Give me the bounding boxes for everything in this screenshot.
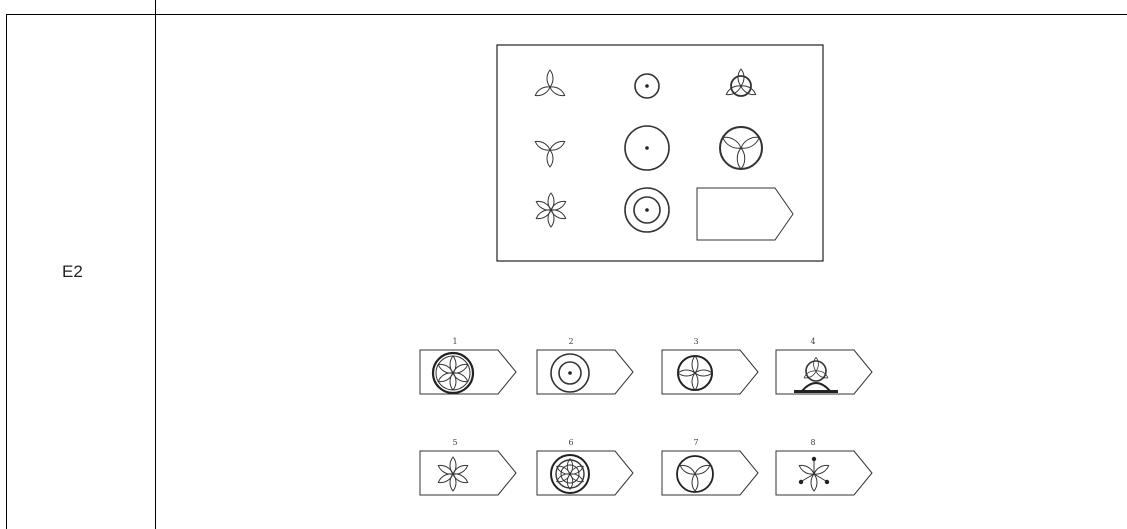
option-1[interactable] [420,350,516,394]
option-number: 2 [568,337,573,346]
option-3[interactable] [662,350,758,394]
three-petal-rotor-down-icon [534,139,566,167]
double-circle-with-dot-icon [625,188,669,232]
option-number: 1 [452,337,457,346]
option-number: 7 [693,438,698,447]
three-petal-rotor-up-icon [534,70,566,98]
option-number: 4 [810,337,815,346]
option-number: 5 [452,438,457,447]
option-number: 6 [568,438,573,447]
option-5[interactable] [420,451,516,495]
option-6[interactable] [537,451,633,495]
option-number: 8 [810,438,815,447]
triangle-rotor-in-circle-icon [725,69,757,97]
option-8[interactable] [776,451,872,495]
option-number: 3 [693,337,698,346]
large-circle-with-dot-icon [625,126,669,170]
empty-answer-slot-icon [697,188,793,240]
option-7[interactable] [662,451,758,495]
three-petal-in-circle-icon [720,127,762,169]
small-circle-with-dot-icon [635,74,659,98]
option-4[interactable] [776,350,872,394]
option-2[interactable] [537,350,633,394]
six-petal-flower-icon [535,193,567,227]
